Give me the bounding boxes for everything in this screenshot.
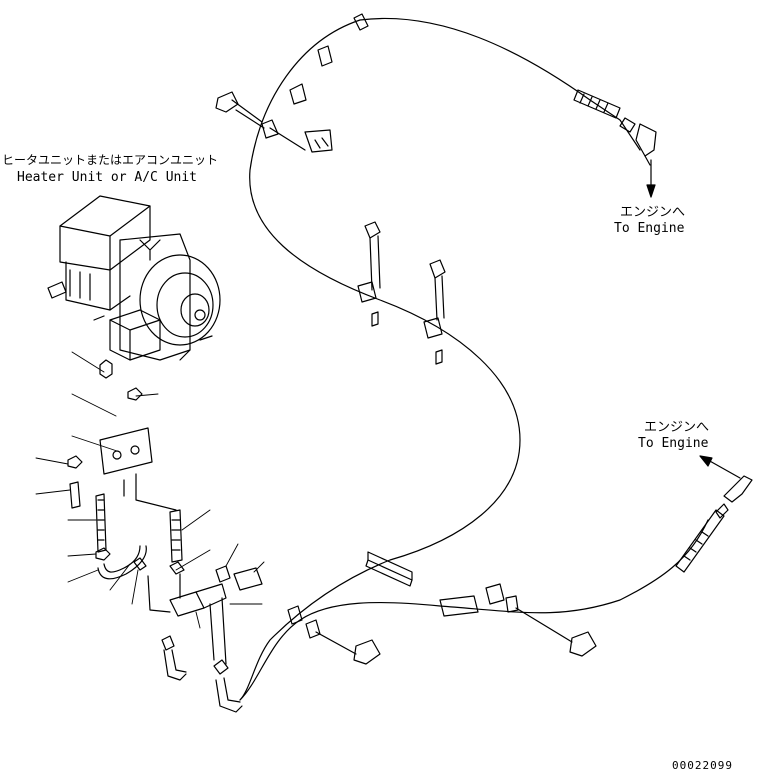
to-engine-arrow-upper — [646, 159, 656, 198]
upper-cable-end-fitting — [573, 89, 657, 166]
heater-unit — [47, 195, 221, 361]
lower-cable — [239, 519, 709, 701]
heater-hoses — [67, 359, 263, 713]
heater-unit-label-en: Heater Unit or A/C Unit — [17, 170, 198, 185]
to-engine-arrow-lower — [699, 455, 741, 479]
drawing-number: 00022099 — [672, 759, 733, 772]
lower-clamps — [287, 583, 597, 665]
lower-cable-end-fitting — [675, 475, 753, 573]
middle-bolts — [357, 221, 446, 365]
heater-unit-label-jp: ヒータユニットまたはエアコンユニット — [2, 153, 219, 167]
leader-lines — [35, 351, 265, 629]
cable-clips-upper — [261, 13, 369, 139]
to-engine-label-lower-jp: エンジンへ — [644, 420, 710, 435]
to-engine-label-upper-en: To Engine — [614, 221, 685, 236]
bolt-upper-left — [215, 91, 306, 151]
bracket-upper — [304, 129, 333, 153]
to-engine-label-upper-jp: エンジンへ — [620, 205, 686, 220]
channel-bracket — [365, 551, 413, 587]
to-engine-label-lower-en: To Engine — [638, 436, 709, 451]
upper-cable — [239, 17, 641, 701]
